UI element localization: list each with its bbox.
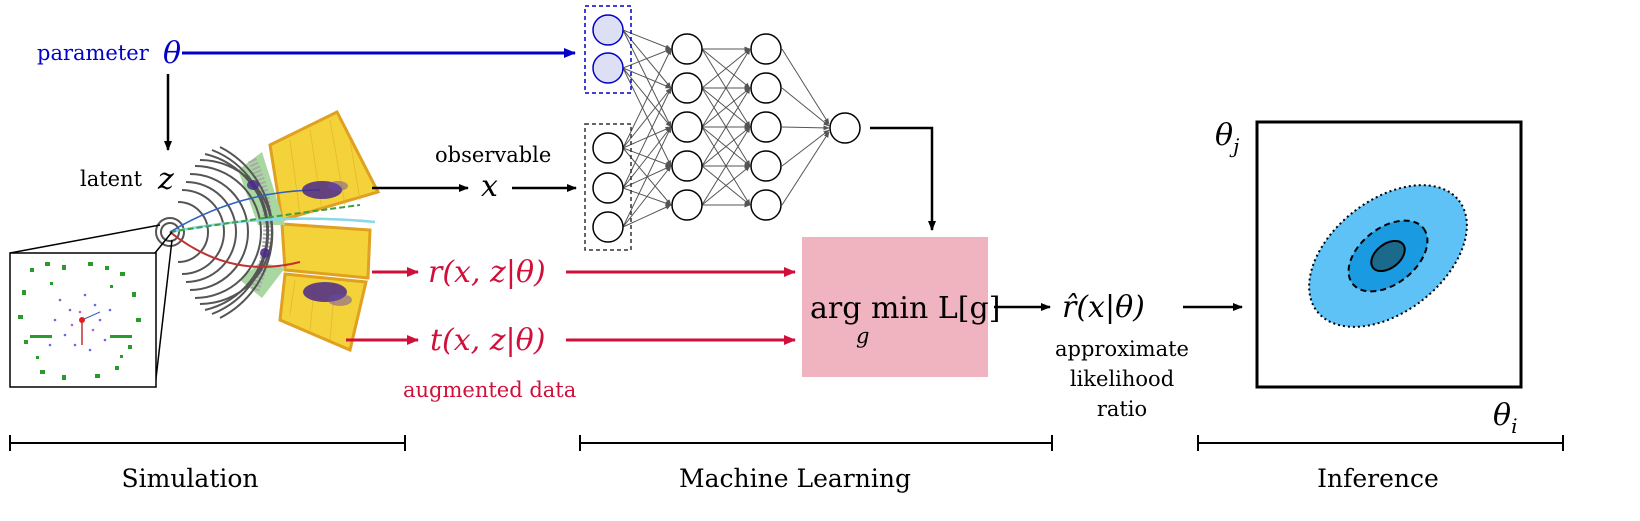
theta-j-label: θj (1215, 118, 1239, 158)
parameter-label: parameter (37, 41, 150, 65)
section-simulation: Simulation (121, 464, 258, 493)
argmin-expression: arg min L[g] (810, 291, 1000, 326)
rhat-expression: r̂(x|θ) (1062, 290, 1145, 325)
inference-bracket (1197, 435, 1564, 451)
simulation-bracket (9, 435, 406, 451)
section-inference: Inference (1317, 464, 1439, 493)
augmented-data-label: augmented data (403, 378, 576, 402)
latent-label: latent (80, 167, 143, 191)
theta-symbol: θ (163, 36, 181, 71)
event-display-icon (9, 252, 157, 388)
network-to-loss-arrow (870, 126, 936, 231)
argmin-subscript: g (856, 324, 869, 348)
z-symbol: z (157, 162, 174, 197)
approx-label-line1: approximate (1055, 337, 1189, 361)
loss-box (802, 237, 988, 377)
observable-label: observable (435, 143, 551, 167)
theta-j-text: θ (1215, 118, 1233, 153)
theta-i-text: θ (1493, 398, 1511, 433)
section-machine-learning: Machine Learning (679, 464, 911, 493)
x-symbol: x (481, 169, 498, 204)
approx-label-line3: ratio (1097, 397, 1147, 421)
neural-network-icon (584, 5, 861, 251)
theta-i-label: θi (1493, 398, 1517, 438)
t-expression: t(x, z|θ) (430, 323, 545, 358)
r-expression: r(x, z|θ) (428, 255, 546, 290)
contour-plot-icon (1255, 120, 1523, 389)
approx-label-line2: likelihood (1070, 367, 1174, 391)
particle-detector-icon (9, 110, 381, 388)
machine-learning-bracket (579, 435, 1053, 451)
